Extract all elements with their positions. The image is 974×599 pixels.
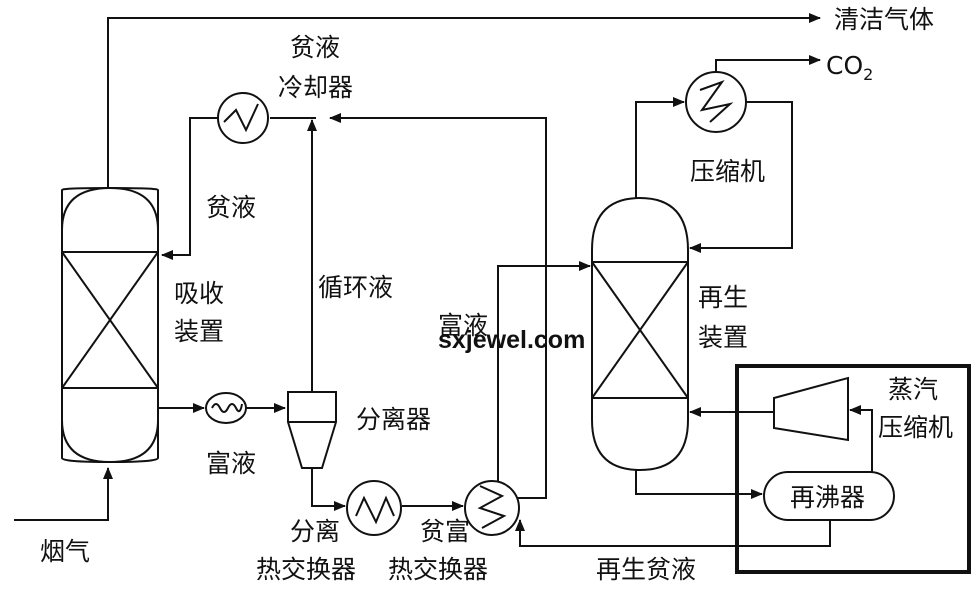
steam-compressor-box: [735, 364, 971, 574]
separator: [287, 391, 337, 469]
rich-liquid-heater: [205, 392, 247, 424]
regenerator-label-1: 再生: [698, 283, 748, 312]
rich-liquid-right-label: 富液: [438, 311, 488, 340]
co2-main: CO: [826, 51, 863, 80]
circulating-liquid-label: 循环液: [318, 273, 393, 302]
lean-liquid-cooler: [217, 92, 269, 144]
clean-gas-label: 清洁气体: [834, 5, 934, 34]
separation-heat-exchanger: [346, 480, 402, 536]
compressor: [685, 71, 747, 133]
steam-compressor-label-2: 压缩机: [878, 413, 953, 442]
lean-cooler-label-1: 贫液: [290, 33, 340, 62]
absorber-label-1: 吸收: [174, 279, 224, 308]
sep-hx-label-2: 热交换器: [256, 555, 356, 584]
watermark: sxjewel.com: [438, 326, 585, 354]
regenerated-lean-label: 再生贫液: [596, 555, 696, 584]
absorber-label-2: 装置: [174, 317, 224, 346]
regenerator-column: [591, 196, 689, 472]
regenerator-label-2: 装置: [698, 323, 748, 352]
co2-label: CO2: [826, 51, 873, 84]
rich-liquid-bottom-label: 富液: [206, 449, 256, 478]
lean-liquid-label: 贫液: [206, 193, 256, 222]
co2-subscript: 2: [863, 65, 873, 84]
reboiler-label: 再沸器: [790, 483, 865, 512]
lean-rich-hx-label-2: 热交换器: [388, 555, 488, 584]
lean-cooler-label-2: 冷却器: [278, 73, 353, 102]
separator-label: 分离器: [356, 405, 431, 434]
lean-rich-heat-exchanger: [464, 480, 520, 536]
absorber-column: [61, 186, 159, 464]
process-lines: [14, 13, 873, 547]
compressor-label: 压缩机: [690, 157, 765, 186]
steam-compressor-label-1: 蒸汽: [888, 375, 938, 404]
lean-rich-hx-label-1: 贫富: [420, 517, 470, 546]
sep-hx-label-1: 分离: [290, 517, 340, 546]
flue-gas-label: 烟气: [40, 537, 90, 566]
steam-compressor: [773, 376, 849, 442]
